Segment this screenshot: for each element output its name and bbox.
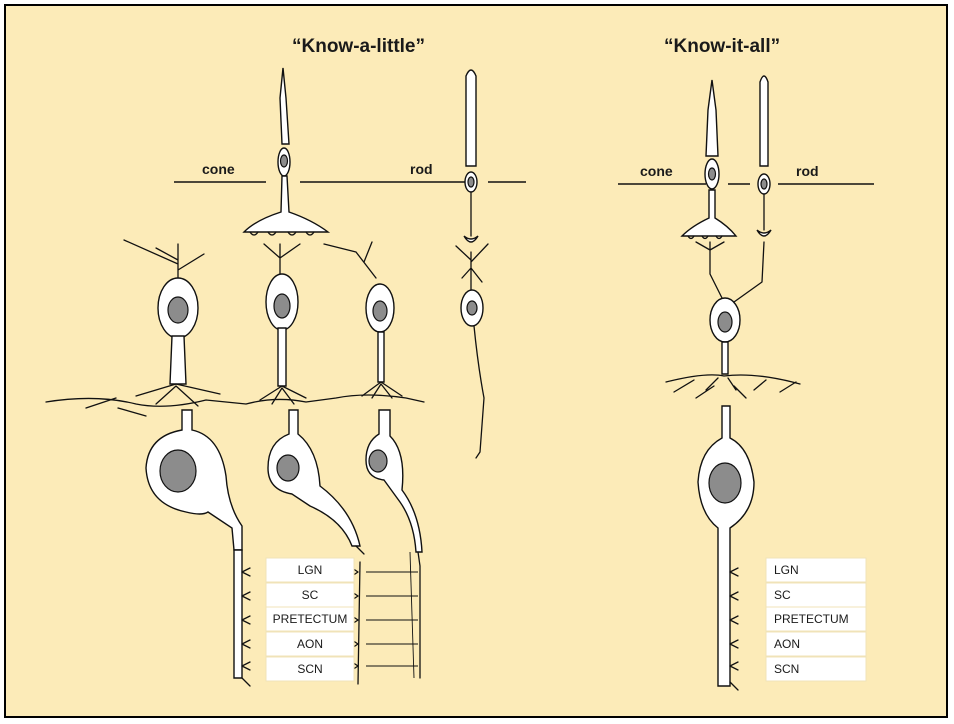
left-target-pretectum: PRETECTUM xyxy=(273,612,348,626)
left-axon-terminals-a xyxy=(242,568,250,686)
right-target-aon: AON xyxy=(774,637,800,651)
left-target-lgn: LGN xyxy=(298,563,323,577)
left-ganglion-cell-2 xyxy=(268,410,364,554)
left-target-aon: AON xyxy=(297,637,323,651)
left-rod-photoreceptor xyxy=(464,70,478,242)
left-ganglion-cell-3 xyxy=(366,410,422,678)
right-target-pretectum: PRETECTUM xyxy=(774,612,849,626)
left-rod-label: rod xyxy=(410,161,433,177)
left-bipolar-cell-3 xyxy=(324,242,402,398)
right-target-scn: SCN xyxy=(774,662,799,676)
left-bipolar-cell-1 xyxy=(124,240,220,406)
right-rod-photoreceptor xyxy=(757,76,771,236)
right-target-lgn: LGN xyxy=(774,563,799,577)
right-rod-label: rod xyxy=(796,163,819,179)
left-inner-plexiform-processes xyxy=(46,395,424,416)
left-panel-title: “Know-a-little” xyxy=(292,36,425,57)
retina-circuit-diagram: “Know-a-little” “Know-it-all” cone rod xyxy=(6,6,946,716)
right-target-list: LGN SC PRETECTUM AON SCN xyxy=(766,558,866,681)
left-target-list: LGN SC PRETECTUM AON SCN xyxy=(266,558,354,681)
right-panel-title: “Know-it-all” xyxy=(664,36,780,57)
left-rod-bipolar-cell xyxy=(456,244,488,458)
left-bipolar-cell-2 xyxy=(260,244,306,404)
right-target-sc: SC xyxy=(774,588,791,602)
left-cone-label: cone xyxy=(202,161,235,177)
left-panel: cone rod xyxy=(46,68,526,686)
right-ganglion-cell xyxy=(698,406,754,686)
left-cone-photoreceptor xyxy=(244,68,328,235)
left-target-sc: SC xyxy=(302,588,319,602)
right-panel: cone rod xyxy=(618,76,874,690)
slide-frame: “Know-a-little” “Know-it-all” cone rod xyxy=(4,4,948,718)
left-ganglion-cell-1 xyxy=(146,410,242,678)
left-target-scn: SCN xyxy=(297,662,322,676)
right-inner-plexiform-processes xyxy=(666,375,800,398)
right-bipolar-cell xyxy=(696,242,764,374)
right-cone-photoreceptor xyxy=(682,80,736,239)
right-cone-label: cone xyxy=(640,163,673,179)
right-axon-terminals xyxy=(730,568,738,690)
